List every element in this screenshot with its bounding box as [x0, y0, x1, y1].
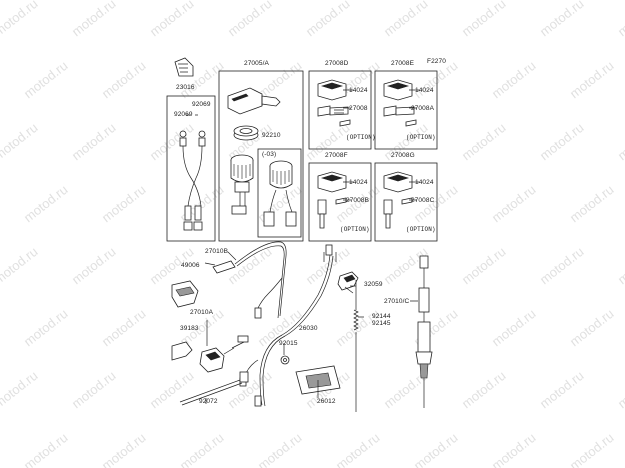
label-14024-d: 14024 — [415, 179, 434, 186]
harness-92069 — [179, 114, 206, 231]
label-92069-a: 92069 — [192, 101, 211, 108]
switch-body-right — [263, 160, 297, 227]
option-note-g: (OPTION) — [406, 226, 436, 233]
switch-27010A — [199, 335, 249, 373]
label-27010A: 27010A — [190, 309, 214, 316]
label-14024-b: 14024 — [415, 87, 434, 94]
label-92145: 92145 — [372, 320, 391, 327]
label-27008C: 27008C — [411, 197, 435, 204]
figure-code: F2270 — [427, 58, 446, 65]
nut-92210 — [233, 125, 259, 141]
spring-92144 — [350, 280, 359, 412]
option-note-d: (OPTION) — [346, 134, 376, 141]
label-92210: 92210 — [262, 132, 281, 139]
key-27008D — [317, 79, 351, 127]
label-27008: 27008 — [349, 105, 368, 112]
frame-27008E — [374, 70, 438, 150]
frame-27008F — [308, 162, 372, 242]
cable-27010B — [212, 241, 287, 319]
bracket-39183 — [171, 341, 193, 361]
label-26012: 26012 — [317, 398, 336, 405]
label-27008A: 27008A — [411, 105, 435, 112]
label-14024-a: 14024 — [349, 87, 368, 94]
frame-27008D — [308, 70, 372, 150]
label-23016: 23016 — [176, 84, 195, 91]
frame-harness-group — [166, 95, 216, 242]
label-14024-c: 14024 — [349, 179, 368, 186]
label-92072: 92072 — [199, 398, 218, 405]
label-39183: 39183 — [180, 325, 199, 332]
ignition-key — [227, 87, 281, 115]
cable-tie-92072 — [179, 371, 249, 406]
clip-32059 — [337, 271, 359, 291]
option-note-f: (OPTION) — [340, 226, 370, 233]
label-92015: 92015 — [279, 340, 298, 347]
label-27008D: 27008D — [325, 60, 349, 67]
switch-body-left — [230, 154, 254, 215]
key-27008F — [317, 171, 347, 229]
label-27008E: 27008E — [391, 60, 415, 67]
label-27010C: 27010/C — [384, 298, 410, 305]
label-27008F: 27008F — [325, 152, 348, 159]
label-49006: 49006 — [181, 262, 200, 269]
clip-23016 — [174, 57, 194, 77]
label-27010B: 27010B — [205, 248, 229, 255]
label-92144: 92144 — [372, 313, 391, 320]
label-27005A: 27005/A — [244, 60, 269, 67]
key-27008E — [383, 79, 417, 127]
nut-92015 — [280, 355, 290, 365]
frame-ignition-switch — [218, 70, 304, 242]
frame-27008G — [374, 162, 438, 242]
switch-27010C — [415, 255, 433, 408]
year-note: (-03) — [262, 151, 277, 158]
boot-49006 — [171, 280, 199, 308]
label-32059: 32059 — [364, 281, 383, 288]
label-26030: 26030 — [299, 325, 318, 332]
frame-03-switch — [257, 148, 302, 238]
label-27008G: 27008G — [391, 152, 415, 159]
option-note-e: (OPTION) — [406, 134, 436, 141]
label-27008B: 27008B — [346, 197, 370, 204]
label-92069-b: 92069 — [174, 111, 193, 118]
key-27008G — [383, 171, 413, 229]
